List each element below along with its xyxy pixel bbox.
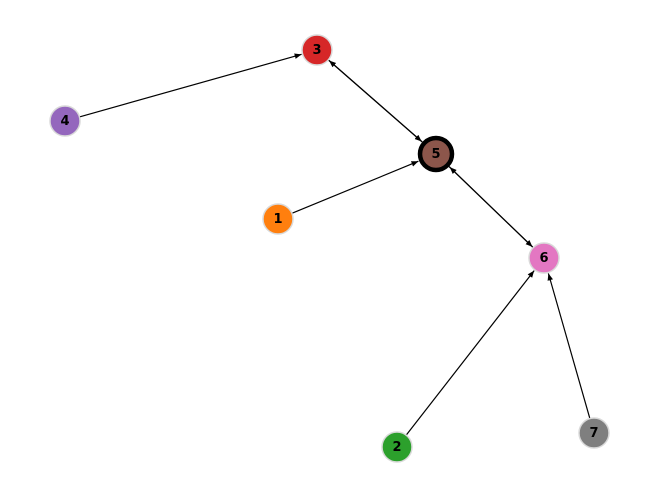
node-3: 3 <box>301 34 333 66</box>
node-circle-1 <box>262 203 294 235</box>
node-label-3: 3 <box>312 43 321 58</box>
node-label-6: 6 <box>539 251 548 266</box>
node-circle-3 <box>301 34 333 66</box>
node-circle-4 <box>49 105 81 137</box>
edges-layer <box>79 53 591 436</box>
node-circle-5 <box>417 135 455 173</box>
node-circle-6 <box>528 242 560 274</box>
node-2: 2 <box>381 431 413 463</box>
node-circle-2 <box>381 431 413 463</box>
edge-7-to-6 <box>547 273 591 419</box>
node-circle-7 <box>578 417 610 449</box>
edge-4-to-3 <box>79 53 302 118</box>
node-label-4: 4 <box>60 114 69 129</box>
node-1: 1 <box>262 203 294 235</box>
node-6: 6 <box>528 242 560 274</box>
edge-1-to-5 <box>291 160 419 214</box>
node-label-2: 2 <box>392 440 401 455</box>
node-4: 4 <box>49 105 81 137</box>
node-5: 5 <box>417 135 455 173</box>
edge-2-to-6 <box>405 270 535 436</box>
node-7: 7 <box>578 417 610 449</box>
edge-6-to-5 <box>449 166 534 249</box>
edge-5-to-3 <box>328 60 423 143</box>
node-label-1: 1 <box>273 212 282 227</box>
node-label-7: 7 <box>589 426 598 441</box>
node-label-5: 5 <box>431 147 440 162</box>
nodes-layer: 1 2 3 4 5 6 7 <box>49 34 610 463</box>
